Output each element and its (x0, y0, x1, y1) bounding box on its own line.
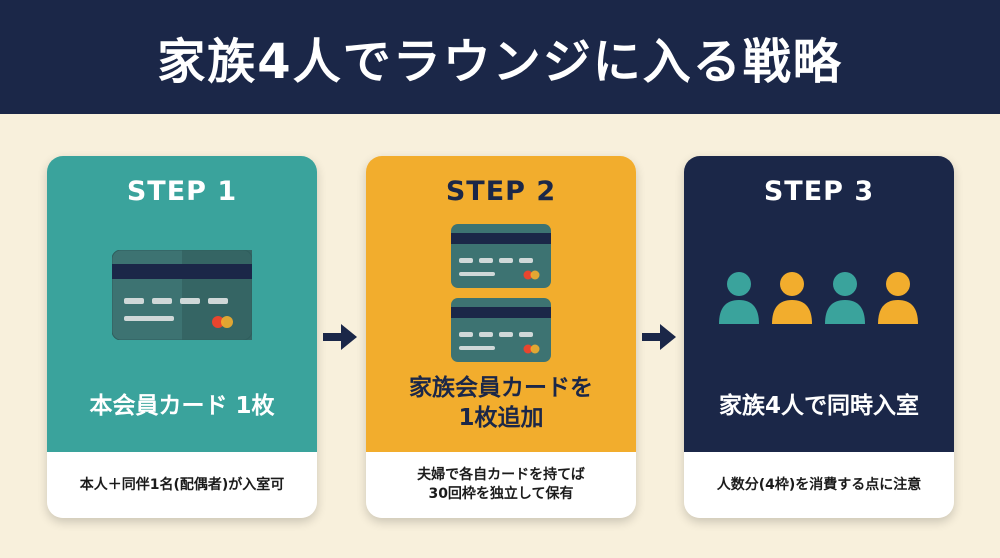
family-people-icon (719, 272, 918, 324)
step-1-main-text: 本会員カード 1枚 (89, 393, 275, 419)
step-2-card: STEP 2 家族会員カードを 1枚追加 (366, 156, 636, 518)
step-3-note: 人数分(4枠)を消費する点に注意 (716, 476, 922, 493)
step-2-note-line1: 夫婦で各自カードを持てば (417, 467, 585, 484)
step-2-label: STEP 2 (445, 176, 557, 207)
step-1-panel: STEP 1 本会員カード 1枚 (47, 156, 317, 452)
step-2-main-text-line1: 家族会員カードを (409, 375, 593, 401)
credit-card-icon (112, 250, 252, 340)
step-2-note-line2: 30回枠を独立して保有 (428, 486, 574, 502)
step-3-main-text: 家族4人で同時入室 (718, 393, 919, 419)
arrow-right-icon (323, 324, 357, 350)
arrow-right-icon (642, 324, 676, 350)
step-3-label: STEP 3 (763, 176, 875, 207)
person-icon (719, 272, 759, 324)
page-title: 家族4人でラウンジに入る戦略 (157, 34, 843, 90)
title-banner: 家族4人でラウンジに入る戦略 (0, 0, 1000, 114)
credit-card-icon (451, 298, 551, 362)
step-2-main-text: 家族会員カードを 1枚追加 (366, 374, 636, 434)
person-icon (878, 272, 918, 324)
credit-card-icon (451, 224, 551, 288)
person-icon (772, 272, 812, 324)
step-3-card: STEP 3 家族4人で同時入室 人数分(4枠)を消費する点に注意 (684, 156, 954, 518)
step-1-card: STEP 1 本会員カード 1枚 本人＋同伴1名(配偶者)が入室可 (47, 156, 317, 518)
step-1-note: 本人＋同伴1名(配偶者)が入室可 (79, 476, 285, 493)
step-2-main-text-line2: 1枚追加 (458, 404, 544, 431)
step-2-note-panel: 夫婦で各自カードを持てば 30回枠を独立して保有 (366, 452, 636, 518)
step-1-note-panel: 本人＋同伴1名(配偶者)が入室可 (47, 452, 317, 518)
step-1-label: STEP 1 (126, 176, 238, 207)
person-icon (825, 272, 865, 324)
step-2-panel: STEP 2 家族会員カードを 1枚追加 (366, 156, 636, 452)
step-3-note-panel: 人数分(4枠)を消費する点に注意 (684, 452, 954, 518)
step-3-panel: STEP 3 家族4人で同時入室 (684, 156, 954, 452)
